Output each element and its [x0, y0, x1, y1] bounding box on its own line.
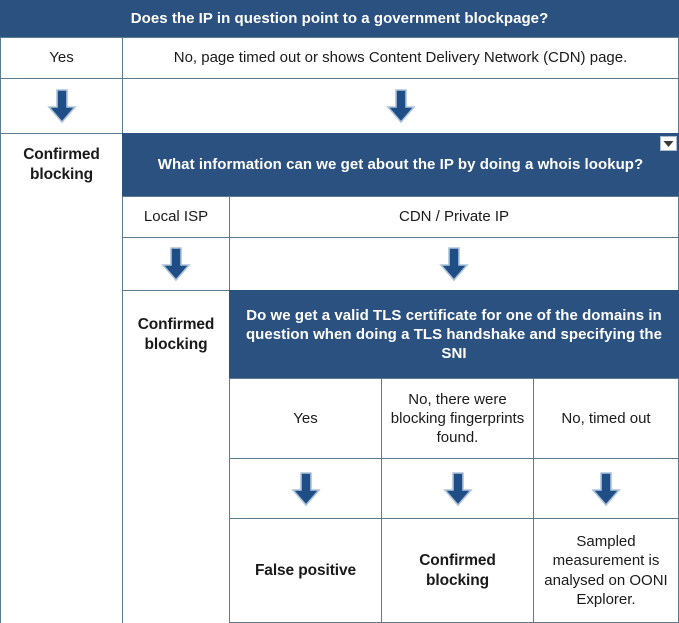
down-arrow-icon [439, 247, 469, 282]
arrow-cell-tls-yes [229, 458, 382, 519]
outcome-confirmed-blocking-1: Confirmed blocking [0, 133, 123, 197]
tls-question-band: Do we get a valid TLS certificate for on… [229, 290, 679, 379]
empty-left-column [0, 196, 123, 623]
down-arrow-icon [591, 471, 621, 506]
whois-question-label: What information can we get about the IP… [157, 156, 644, 174]
arrow-cell-local-isp [122, 237, 230, 291]
tls-option-blocking-fingerprints-label: No, there were blocking fingerprints fou… [390, 390, 525, 447]
whois-option-cdn-private-label: CDN / Private IP [398, 208, 510, 226]
outcome-sampled-measurement-label: Sampled measurement is analysed on OONI … [544, 533, 668, 608]
outcome-sampled-measurement: Sampled measurement is analysed on OONI … [533, 518, 679, 623]
down-arrow-icon [385, 89, 416, 124]
tls-option-blocking-fingerprints: No, there were blocking fingerprints fou… [381, 378, 534, 459]
outcome-false-positive-label: False positive [254, 561, 357, 579]
arrow-cell-tls-timed-out [533, 458, 679, 519]
down-arrow-icon [161, 247, 191, 282]
outcome-confirmed-blocking-2-label: Confirmed blocking [137, 315, 215, 353]
outcome-confirmed-blocking-1-label: Confirmed blocking [23, 146, 100, 183]
answer-no-cell: No, page timed out or shows Content Deli… [122, 37, 679, 79]
outcome-false-positive: False positive [229, 518, 382, 623]
arrow-cell-cdn-private [229, 237, 679, 291]
whois-option-cdn-private: CDN / Private IP [229, 196, 679, 238]
down-arrow-icon [290, 471, 321, 506]
down-arrow-icon [442, 471, 473, 506]
tls-option-timed-out: No, timed out [533, 378, 679, 459]
outcome-confirmed-blocking-3: Confirmed blocking [381, 518, 534, 623]
whois-question-band: What information can we get about the IP… [122, 133, 679, 197]
whois-option-local-isp-label: Local ISP [143, 208, 209, 226]
down-arrow-icon [46, 89, 77, 124]
empty-second-column [122, 378, 230, 623]
answer-yes-cell: Yes [0, 37, 123, 79]
arrow-cell-no [122, 78, 679, 134]
tls-option-yes: Yes [229, 378, 382, 459]
title-band: Does the IP in question point to a gover… [0, 0, 679, 38]
tls-option-timed-out-label: No, timed out [561, 409, 651, 427]
outcome-confirmed-blocking-3-label: Confirmed blocking [419, 551, 496, 589]
outcome-confirmed-blocking-2: Confirmed blocking [122, 290, 230, 379]
whois-option-local-isp: Local ISP [122, 196, 230, 238]
tls-question-label: Do we get a valid TLS certificate for on… [245, 306, 663, 363]
title-band-label: Does the IP in question point to a gover… [130, 10, 549, 28]
chevron-down-icon [663, 140, 674, 147]
dropdown-filter-icon[interactable] [660, 136, 677, 151]
answer-no-label: No, page timed out or shows Content Deli… [173, 49, 628, 67]
arrow-cell-yes [0, 78, 123, 134]
arrow-cell-tls-fingerprints [381, 458, 534, 519]
tls-option-yes-label: Yes [293, 409, 318, 427]
answer-yes-label: Yes [49, 49, 74, 67]
